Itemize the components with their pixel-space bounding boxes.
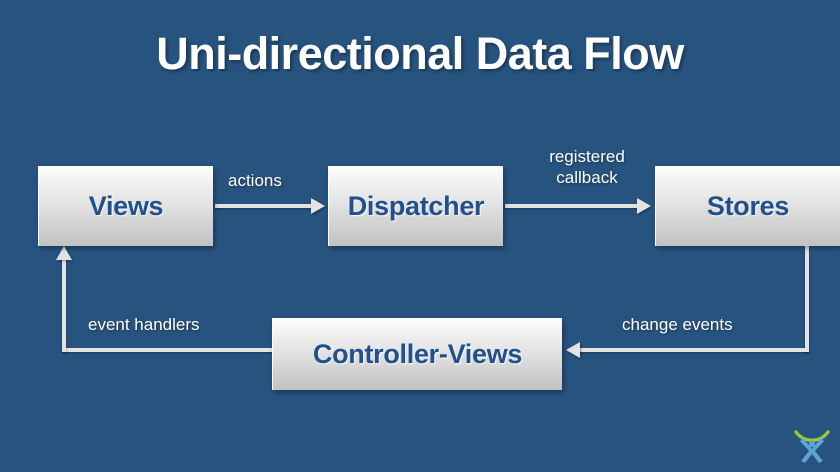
x-figure-logo-icon <box>794 430 830 463</box>
arrowhead-right-icon <box>311 198 325 214</box>
arrowhead-up-icon <box>56 246 72 260</box>
node-controller-views-label: Controller-Views <box>312 339 523 369</box>
edge-label-registered-callback: registered callback <box>522 146 652 188</box>
node-dispatcher-label: Dispatcher <box>347 191 485 221</box>
connector-controller-to-views <box>62 348 274 352</box>
edge-label-event-handlers: event handlers <box>88 315 200 334</box>
page-title: Uni-directional Data Flow <box>156 28 684 79</box>
connector-stores-down <box>805 246 809 352</box>
arrowhead-right-icon <box>637 198 651 214</box>
node-views[interactable]: Views <box>38 166 213 246</box>
edge-label-line-2: callback <box>556 168 618 187</box>
arrowhead-left-icon <box>566 342 580 358</box>
node-stores-label: Stores <box>706 191 790 221</box>
node-dispatcher[interactable]: Dispatcher <box>328 166 503 246</box>
connector-controller-up <box>62 258 66 352</box>
edge-label-actions: actions <box>228 171 282 190</box>
connector-dispatcher-to-stores <box>505 204 639 208</box>
edge-label-line-1: registered <box>549 147 625 166</box>
node-views-label: Views <box>88 191 164 221</box>
node-stores[interactable]: Stores <box>655 166 840 246</box>
connector-views-to-dispatcher <box>215 204 313 208</box>
connector-stores-to-controller <box>580 348 809 352</box>
edge-label-change-events: change events <box>622 315 733 334</box>
node-controller-views[interactable]: Controller-Views <box>272 318 562 390</box>
